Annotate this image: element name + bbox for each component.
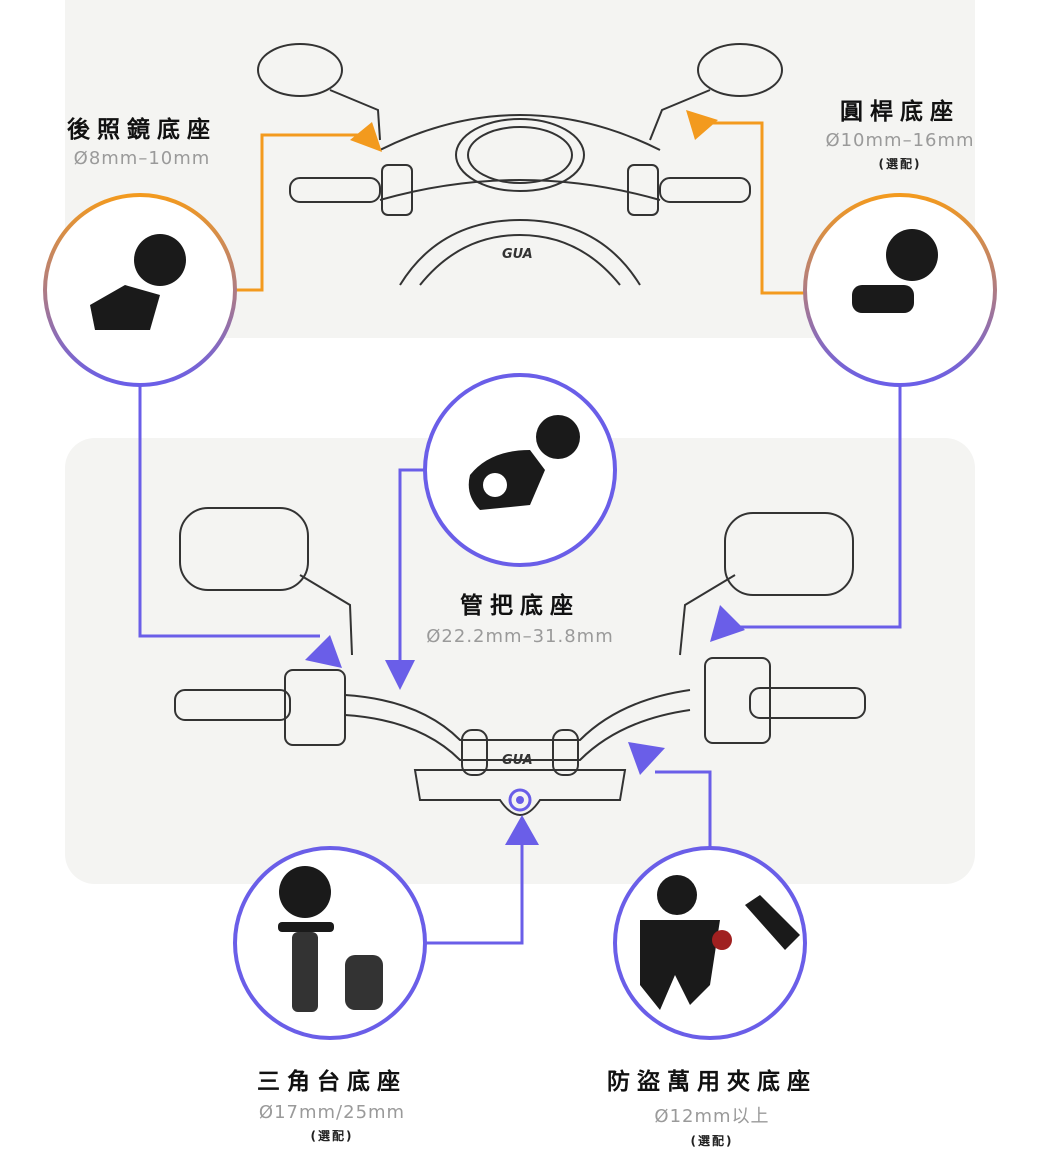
- triple-clamp-mount-note: (選配): [310, 1129, 354, 1143]
- triple-clamp-mount-title: 三角台底座: [257, 1069, 407, 1095]
- motorcycle-illustration: [174, 507, 866, 816]
- clamp-mount-note: (選配): [690, 1134, 734, 1148]
- mirror-mount-size: Ø8mm–10mm: [73, 148, 211, 169]
- scooter-illustration: [257, 43, 783, 286]
- arrow-icons: [305, 110, 745, 845]
- mirror-mount-title: 後照鏡底座: [67, 117, 217, 143]
- triple-clamp-mount-circle: [233, 846, 427, 1040]
- scooter-brand-mark: GUA: [502, 247, 533, 262]
- clamp-mount-size: Ø12mm以上: [654, 1106, 770, 1127]
- handlebar-mount-label: 管把底座 Ø22.2mm–31.8mm: [426, 586, 613, 647]
- rod-mount-label: 圓桿底座 Ø10mm–16mm (選配): [825, 92, 974, 172]
- clamp-mount-label: 防盜萬用夾底座 Ø12mm以上 (選配): [607, 1062, 817, 1149]
- rod-mount-size: Ø10mm–16mm: [825, 130, 975, 151]
- rod-mount-title: 圓桿底座: [840, 99, 960, 125]
- handlebar-mount-title: 管把底座: [460, 593, 580, 619]
- stem-mount-point: [508, 788, 532, 812]
- mirror-mount-label: 後照鏡底座 Ø8mm–10mm: [67, 110, 217, 169]
- rod-mount-note: (選配): [878, 157, 922, 171]
- triple-clamp-mount-size: Ø17mm/25mm: [258, 1102, 406, 1123]
- clamp-mount-title: 防盜萬用夾底座: [607, 1069, 817, 1095]
- product-images: [90, 229, 938, 1012]
- handlebar-mount-size: Ø22.2mm–31.8mm: [426, 626, 614, 647]
- triple-clamp-mount-label: 三角台底座 Ø17mm/25mm (選配): [257, 1062, 407, 1144]
- motorcycle-brand-mark: GUA: [502, 753, 533, 768]
- connectors: [138, 121, 902, 945]
